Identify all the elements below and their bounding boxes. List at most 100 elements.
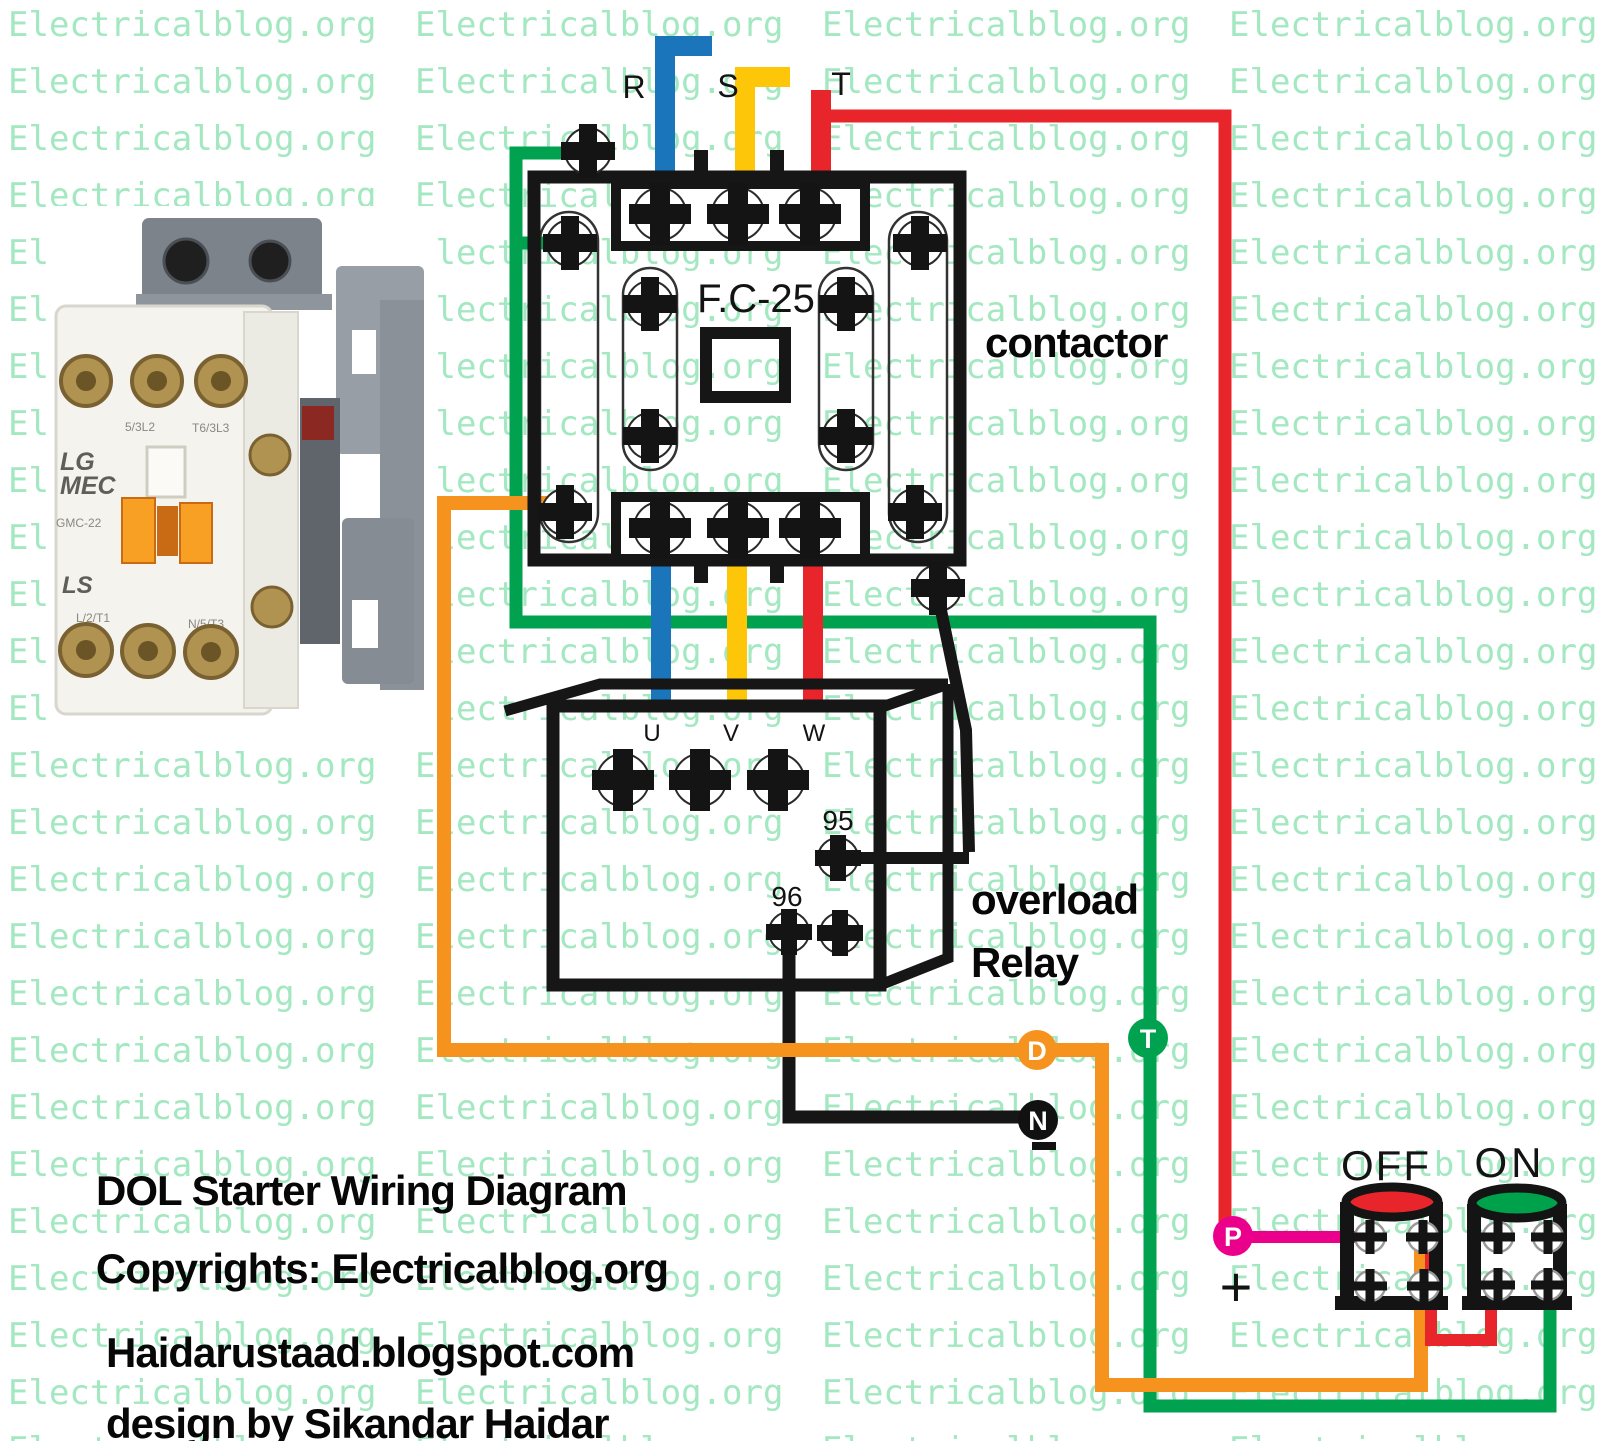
watermark-text: Electricalblog.org [8,1430,376,1441]
photo-terminal-label: 5/3L2 [125,420,155,434]
slot-oval [887,210,949,544]
green-wire [509,146,1557,1413]
on-button[interactable]: ON [1462,1139,1572,1310]
contactor-model-label: F.C-25 [697,277,815,321]
node-p-letter: P [1224,1222,1242,1252]
watermark-text: Electricalblog.org [1229,1430,1597,1441]
watermark-text: Electricalblog.org [1229,974,1597,1014]
watermark-text: Electricalblog.org [1229,62,1597,102]
watermark-text: Electricalblog.org [8,1145,376,1185]
screw-center [201,642,221,662]
off-button-cap[interactable] [1341,1182,1443,1222]
photo-terminal-label: T6/3L3 [192,421,230,435]
black-wire-aux-to-95 [932,594,975,853]
aux-contact-strip [243,311,299,709]
watermark-text: Electricalblog.org [8,917,376,957]
watermark-text: Electricalblog.org [8,1031,376,1071]
watermark-text: Electricalblog.org [1229,518,1597,558]
watermark-text: Electricalblog.org [1229,461,1597,501]
screw-center [76,371,96,391]
watermark-text: Electricalblog.org [415,632,783,672]
watermark-text: Electricalblog.org [415,5,783,45]
label-phase-t: T [831,66,851,102]
node-d [1017,1030,1057,1070]
watermark-text: Electricalblog.org [1229,233,1597,273]
watermark-text: Electricalblog.org [415,917,783,957]
watermark-text: Electricalblog.org [8,119,376,159]
watermark-text: Electricalblog.org [1229,575,1597,615]
watermark-text: Electricalblog.org [1229,404,1597,444]
screw-center [147,371,167,391]
phase-r-wire-top [655,36,712,196]
footer-site: Haidarustaad.blogspot.com [106,1329,634,1376]
watermark-text: Electricalblog.org [1229,5,1597,45]
node-d-letter: D [1027,1036,1047,1066]
watermark-text: Electricalblog.org [8,62,376,102]
screw-center [76,640,96,660]
label-95: 95 [822,805,853,836]
watermark-text: Electricalblog.org [8,1088,376,1128]
watermark-text: Electricalblog.org [822,1430,1190,1441]
watermark-text: Electricalblog.org [1229,1316,1597,1356]
on-button-cap[interactable] [1467,1183,1567,1223]
top-block-screw [162,237,210,285]
watermark-text: Electricalblog.org [1229,347,1597,387]
photo-model: GMC-22 [56,516,102,530]
watermark-text: Electricalblog.org [1229,176,1597,216]
watermark-text: Electricalblog.org [822,1316,1190,1356]
pusher [145,445,187,499]
watermark-text: Electricalblog.org [415,803,783,843]
watermark-text: Electricalblog.org [1229,1145,1597,1185]
on-button-label: ON [1475,1139,1546,1186]
wire-nodes: D N T P + [1017,1018,1253,1318]
black-wire-96-to-N [782,950,1026,1124]
off-button[interactable]: OFF [1335,1142,1448,1310]
watermark-text: Electricalblog.org [822,1202,1190,1242]
watermark-text: Electricalblog.org [415,1259,783,1299]
bracket-slot [352,330,376,374]
watermark-text: Electricalblog.org [822,518,1190,558]
watermark-text: Electricalblog.org [8,1373,376,1413]
footer-copyright: Copyrights: Electricalblog.org [96,1245,668,1292]
bracket-slot [352,600,378,648]
footer-designer: design by Sikandar Haidar [106,1400,609,1441]
relay-outline [546,699,887,992]
label-96: 96 [771,881,802,912]
diagram-labels: R S T contactor overload Relay [622,66,1169,986]
orange-latch [179,502,213,564]
watermark-text: Electricalblog.org [8,860,376,900]
watermark-text: Electricalblog.org [8,1316,376,1356]
label-phase-r: R [622,69,645,105]
overload-relay-symbol: U V W 95 96 [503,678,954,992]
node-p [1213,1216,1253,1256]
on-button-wall [1467,1204,1481,1302]
node-t-letter: T [1140,1024,1157,1054]
watermark-text: Electricalblog.org [8,803,376,843]
watermark-text: Electricalblog.org [1229,689,1597,729]
slot-oval [817,266,875,472]
watermark-text: Electricalblog.org [1229,632,1597,672]
watermark-text: Electricalblog.org [822,1145,1190,1185]
watermark-text: Electricalblog.org [415,1202,783,1242]
coil-square [700,327,791,403]
off-button-wall [1340,1202,1354,1302]
orange-latch [121,497,156,564]
watermark-text: Electricalblog.org [8,1202,376,1242]
label-phase-s: S [717,68,738,104]
watermark-text: Electricalblog.org [415,575,783,615]
photo-brand: LG [60,448,95,476]
off-button-label: OFF [1341,1142,1431,1189]
watermark-text: Electricalblog.org [822,347,1190,387]
node-t [1128,1018,1168,1058]
slot-oval [621,266,679,472]
watermark-text: Electricalblog.org [8,746,376,786]
side-panel-tag [302,406,334,440]
watermark-text: Electricalblog.org [1229,746,1597,786]
relay-top-face [503,678,950,717]
aux-screw [248,433,292,477]
contactor-symbol: F.C-25 [527,123,967,616]
watermark-text: Electricalblog.org [1229,290,1597,330]
orange-latch-bridge [157,506,178,556]
watermark-text: Electricalblog.org [822,5,1190,45]
